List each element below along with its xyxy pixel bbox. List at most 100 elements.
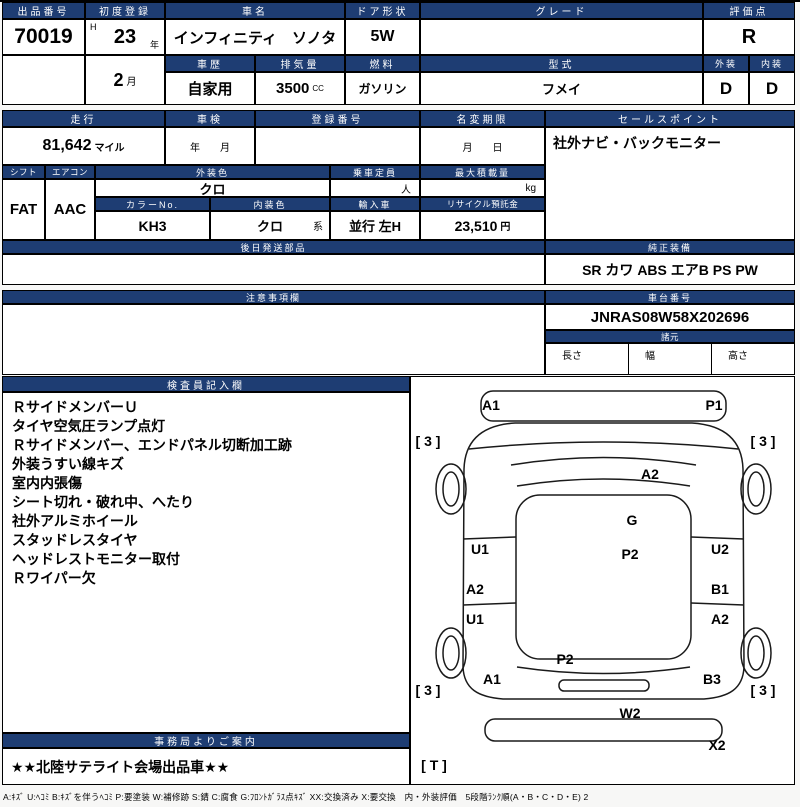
- damage-code-label: U1: [466, 611, 484, 627]
- caution-notes-header: 注意事項欄: [2, 290, 545, 304]
- interior-grade-value: D: [749, 72, 795, 105]
- damage-code-label: [ 3 ]: [415, 433, 441, 449]
- inspection-header: 車検: [165, 110, 255, 127]
- chassis-no-header: 車台番号: [545, 290, 795, 304]
- spec-header: 諸元: [545, 330, 795, 343]
- inspector-note-line: シート切れ・破れ中、へたり: [12, 494, 194, 510]
- displacement-number: 3500: [276, 80, 310, 97]
- score-header: 評価点: [703, 2, 795, 19]
- exterior-grade-value: D: [703, 72, 749, 105]
- spec-height-cell: 高さ: [711, 343, 795, 375]
- mileage-number: 81,642: [42, 137, 92, 154]
- capacity-value: 人: [330, 179, 420, 197]
- first-reg-header: 初度登録: [85, 2, 165, 19]
- mileage-unit: マイル: [94, 142, 125, 154]
- interior-color-name: クロ: [256, 219, 283, 234]
- model-code-header: 型式: [420, 55, 703, 72]
- mileage-header: 走行: [2, 110, 165, 127]
- history-header: 車歴: [165, 55, 255, 72]
- sales-point-header: セールスポイント: [545, 110, 795, 127]
- chassis-no-value: JNRAS08W58X202696: [545, 304, 795, 330]
- recycle-deposit-value: 23,510 円: [420, 211, 545, 240]
- auction-no-value: 70019: [2, 19, 85, 55]
- recycle-unit: 円: [500, 222, 511, 233]
- damage-code-label: [ 3 ]: [750, 433, 776, 449]
- inspector-note-line: 社外アルミホイール: [12, 513, 138, 529]
- exterior-color-header: 外装色: [95, 165, 330, 179]
- later-parts-value: [2, 254, 545, 285]
- max-load-value: kg: [420, 179, 545, 197]
- car-top-view-drawing: [435, 390, 772, 742]
- door-shape-header: ドア形状: [345, 2, 420, 19]
- top-border-line: [0, 0, 800, 2]
- exterior-color-value: クロ: [95, 179, 330, 197]
- inspector-note-line: Ｒサイドメンバー、エンドパネル切断加工跡: [12, 437, 292, 453]
- damage-code-label: A1: [483, 671, 501, 687]
- inspector-note-line: Ｒワイパー欠: [12, 570, 96, 586]
- recycle-deposit-header: リサイクル預託金: [420, 197, 545, 211]
- year-unit: 年: [149, 40, 159, 50]
- score-value: R: [703, 19, 795, 55]
- oem-equipment-value: SR カワ ABS エアB PS PW: [545, 254, 795, 285]
- inspector-notes-header: 検査員記入欄: [2, 376, 410, 392]
- inspector-note-line: ヘッドレストモニター取付: [12, 551, 180, 567]
- damage-code-label: [ 3 ]: [415, 682, 441, 698]
- capacity-header: 乗車定員: [330, 165, 420, 179]
- model-code-value: フメイ: [420, 72, 703, 105]
- grade-value: [420, 19, 703, 55]
- office-info-header: 事務局よりご案内: [2, 733, 410, 748]
- damage-code-label: B3: [703, 671, 721, 687]
- interior-color-suffix: 系: [313, 222, 323, 233]
- inspector-note-line: タイヤ空気圧ランプ点灯: [12, 418, 166, 434]
- inspector-note-line: 室内内張傷: [12, 475, 82, 491]
- spec-width-cell: 幅: [628, 343, 712, 375]
- spec-length-cell: 長さ: [545, 343, 629, 375]
- damage-code-label: U1: [471, 541, 489, 557]
- later-parts-header: 後日発送部品: [2, 240, 545, 254]
- first-reg-year-cell: H 23 年: [85, 19, 165, 55]
- oem-equipment-header: 純正装備: [545, 240, 795, 254]
- damage-code-label: P1: [705, 397, 723, 413]
- damage-code-label: G: [626, 512, 638, 528]
- inspector-notes: ＲサイドメンバーＵ タイヤ空気圧ランプ点灯 Ｒサイドメンバー、エンドパネル切断加工跡…: [2, 392, 410, 733]
- displacement-header: 排気量: [255, 55, 345, 72]
- damage-code-label: P2: [556, 651, 574, 667]
- fuel-header: 燃料: [345, 55, 420, 72]
- aircon-value: AAC: [45, 179, 95, 240]
- registration-no-header: 登録番号: [255, 110, 420, 127]
- aircon-header: エアコン: [45, 165, 95, 179]
- era-label: H: [90, 22, 97, 32]
- month-unit: 月: [126, 76, 137, 88]
- registration-no-value: [255, 127, 420, 165]
- import-header: 輸入車: [330, 197, 420, 211]
- first-reg-month: 2: [113, 69, 124, 90]
- grade-header: グレード: [420, 2, 703, 19]
- damage-code-label: X2: [708, 737, 726, 753]
- history-value: 自家用: [165, 72, 255, 105]
- interior-color-value: クロ 系: [210, 211, 330, 240]
- damage-code-label: A2: [641, 466, 659, 482]
- damage-code-label: P2: [621, 546, 639, 562]
- sales-point-body: 社外ナビ・バックモニター: [545, 127, 795, 240]
- mileage-value: 81,642 マイル: [2, 127, 165, 165]
- damage-code-label: A2: [711, 611, 729, 627]
- first-reg-month-cell: 2 月: [85, 55, 165, 105]
- color-no-header: カラーNo.: [95, 197, 210, 211]
- damage-code-label: A2: [466, 581, 484, 597]
- import-value: 並行 左H: [330, 211, 420, 240]
- car-name-header: 車名: [165, 2, 345, 19]
- damage-code-label: A1: [482, 397, 500, 413]
- caution-notes-value: [2, 304, 545, 375]
- damage-code-label: B1: [711, 581, 729, 597]
- inspector-note-line: ＲサイドメンバーＵ: [12, 399, 138, 415]
- fuel-value: ガソリン: [345, 72, 420, 105]
- damage-code-label: [ 3 ]: [750, 682, 776, 698]
- damage-code-label: W2: [619, 705, 641, 721]
- interior-color-header: 内装色: [210, 197, 330, 211]
- damage-code-label: [ T ]: [421, 757, 447, 773]
- inspector-note-line: 外装うすい線キズ: [12, 456, 124, 472]
- first-reg-year: 23: [113, 25, 137, 48]
- inspector-note-line: スタッドレスタイヤ: [12, 532, 138, 548]
